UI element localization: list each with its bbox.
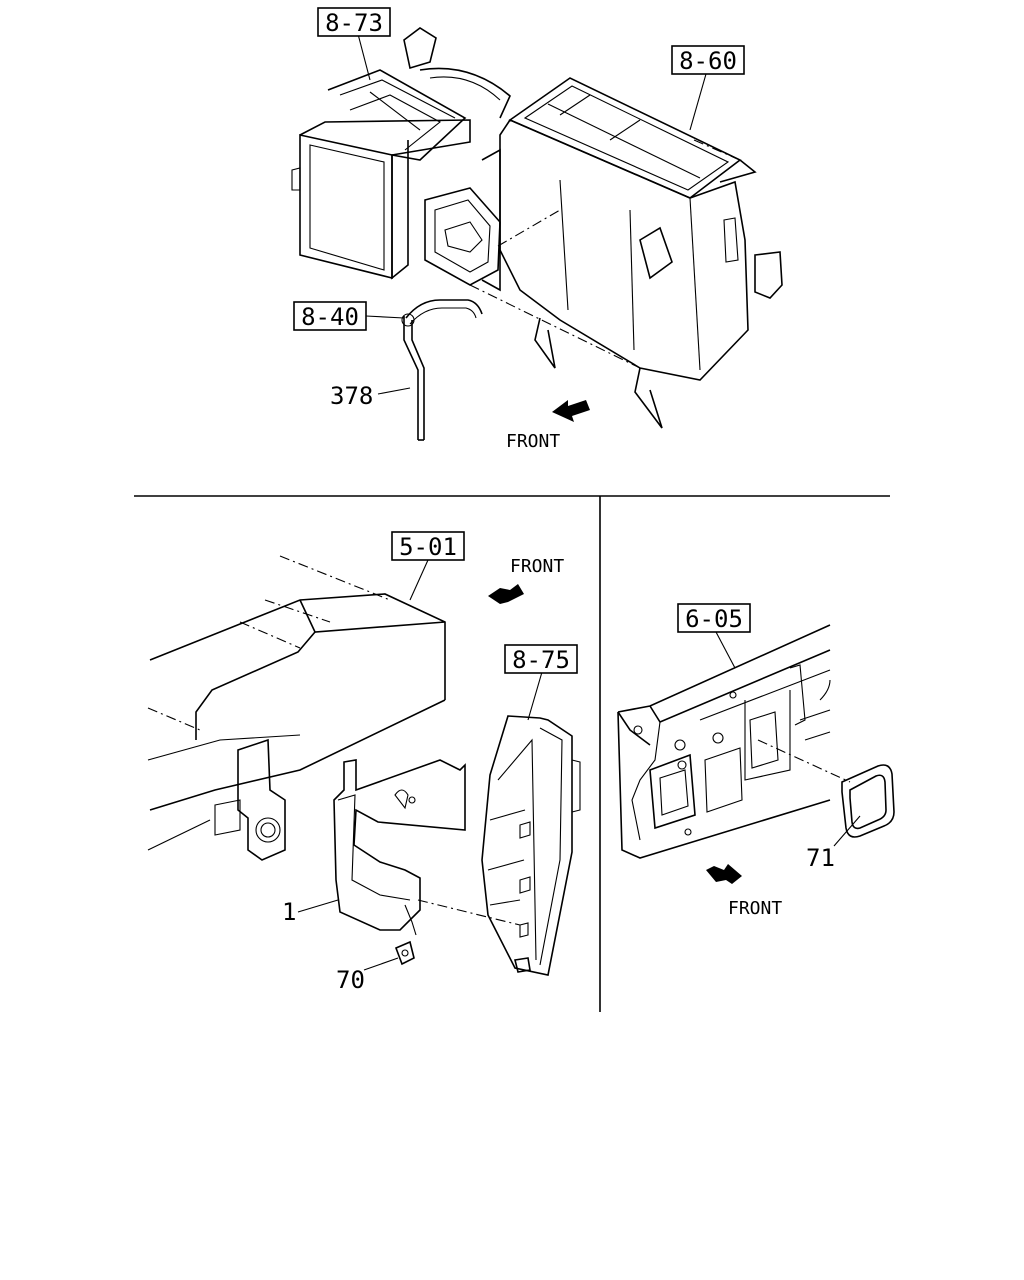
svg-text:8-75: 8-75 — [512, 646, 570, 674]
part-number-1: 1 — [282, 898, 296, 926]
callout-5-01: 5-01 — [391, 531, 465, 561]
dash-panel — [617, 624, 831, 859]
heater-case — [481, 77, 783, 429]
front-label-bottom-right: FRONT — [728, 898, 782, 919]
part-number-70: 70 — [336, 966, 365, 994]
hvac-unit-assembly — [291, 27, 783, 441]
svg-text:8-60: 8-60 — [679, 47, 737, 75]
svg-text:6-05: 6-05 — [685, 605, 743, 633]
front-label-bottom-left: FRONT — [510, 556, 564, 577]
callout-8-73: 8-73 — [317, 7, 391, 37]
svg-text:8-73: 8-73 — [325, 9, 383, 37]
front-arrow-icon — [706, 864, 742, 884]
callout-8-40: 8-40 — [293, 301, 367, 331]
svg-text:8-40: 8-40 — [301, 303, 359, 331]
mounting-bracket — [333, 759, 466, 966]
drain-hose — [401, 299, 483, 441]
leader-lines-bottom-left — [297, 559, 543, 971]
blower-case — [291, 27, 511, 280]
grommet-71 — [841, 764, 895, 838]
front-label-top: FRONT — [506, 431, 560, 452]
front-arrow-icon — [552, 400, 590, 422]
front-arrow-icon — [488, 584, 524, 604]
svg-text:5-01: 5-01 — [399, 533, 457, 561]
callout-8-60: 8-60 — [671, 45, 745, 75]
callout-6-05: 6-05 — [677, 603, 751, 633]
callout-8-75: 8-75 — [504, 644, 578, 674]
dashboard-crossmember — [147, 555, 446, 861]
part-number-378: 378 — [330, 382, 373, 410]
leader-lines-top — [357, 33, 707, 395]
leader-lines-bottom-right — [715, 631, 861, 847]
part-number-71: 71 — [806, 844, 835, 872]
case-link-duct — [424, 187, 501, 286]
control-module-8-75 — [481, 715, 581, 976]
